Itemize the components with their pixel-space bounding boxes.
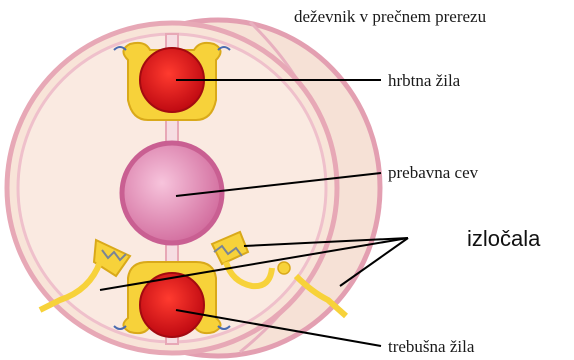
- ventral-vessel-group: [114, 262, 230, 337]
- label-ventral-vessel: trebušna žila: [388, 337, 475, 356]
- dorsal-vessel-group: [114, 43, 230, 120]
- diagram-title: deževnik v prečnem prerezu: [294, 7, 487, 26]
- label-gut: prebavna cev: [388, 163, 479, 182]
- label-nephridia: izločala: [467, 226, 541, 251]
- label-dorsal-vessel: hrbtna žila: [388, 71, 461, 90]
